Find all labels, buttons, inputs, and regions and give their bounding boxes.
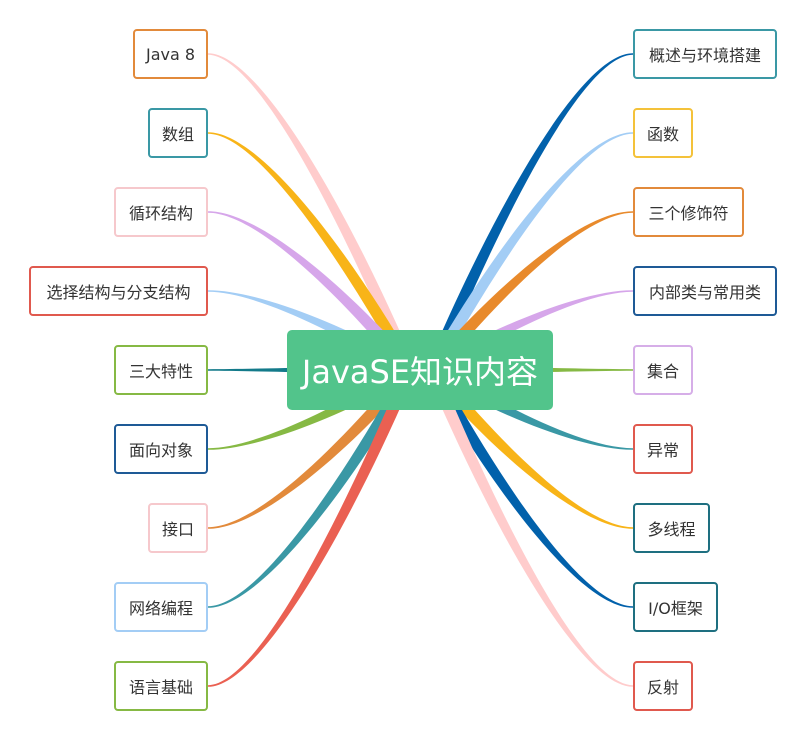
node-inner-common-classes[interactable]: 内部类与常用类 bbox=[633, 266, 777, 316]
node-reflection[interactable]: 反射 bbox=[633, 661, 693, 711]
node-multithreading[interactable]: 多线程 bbox=[633, 503, 710, 553]
node-oop[interactable]: 面向对象 bbox=[114, 424, 208, 474]
node-interface[interactable]: 接口 bbox=[148, 503, 208, 553]
node-loop-structure[interactable]: 循环结构 bbox=[114, 187, 208, 237]
node-three-features[interactable]: 三大特性 bbox=[114, 345, 208, 395]
node-exceptions[interactable]: 异常 bbox=[633, 424, 693, 474]
node-io-framework[interactable]: I/O框架 bbox=[633, 582, 718, 632]
node-three-modifiers[interactable]: 三个修饰符 bbox=[633, 187, 744, 237]
node-selection-branch-structure[interactable]: 选择结构与分支结构 bbox=[29, 266, 208, 316]
central-topic[interactable]: JavaSE知识内容 bbox=[287, 330, 553, 410]
node-java8[interactable]: Java 8 bbox=[133, 29, 208, 79]
node-collections[interactable]: 集合 bbox=[633, 345, 693, 395]
node-functions[interactable]: 函数 bbox=[633, 108, 693, 158]
node-overview-env[interactable]: 概述与环境搭建 bbox=[633, 29, 777, 79]
node-language-basics[interactable]: 语言基础 bbox=[114, 661, 208, 711]
node-network-programming[interactable]: 网络编程 bbox=[114, 582, 208, 632]
node-arrays[interactable]: 数组 bbox=[148, 108, 208, 158]
